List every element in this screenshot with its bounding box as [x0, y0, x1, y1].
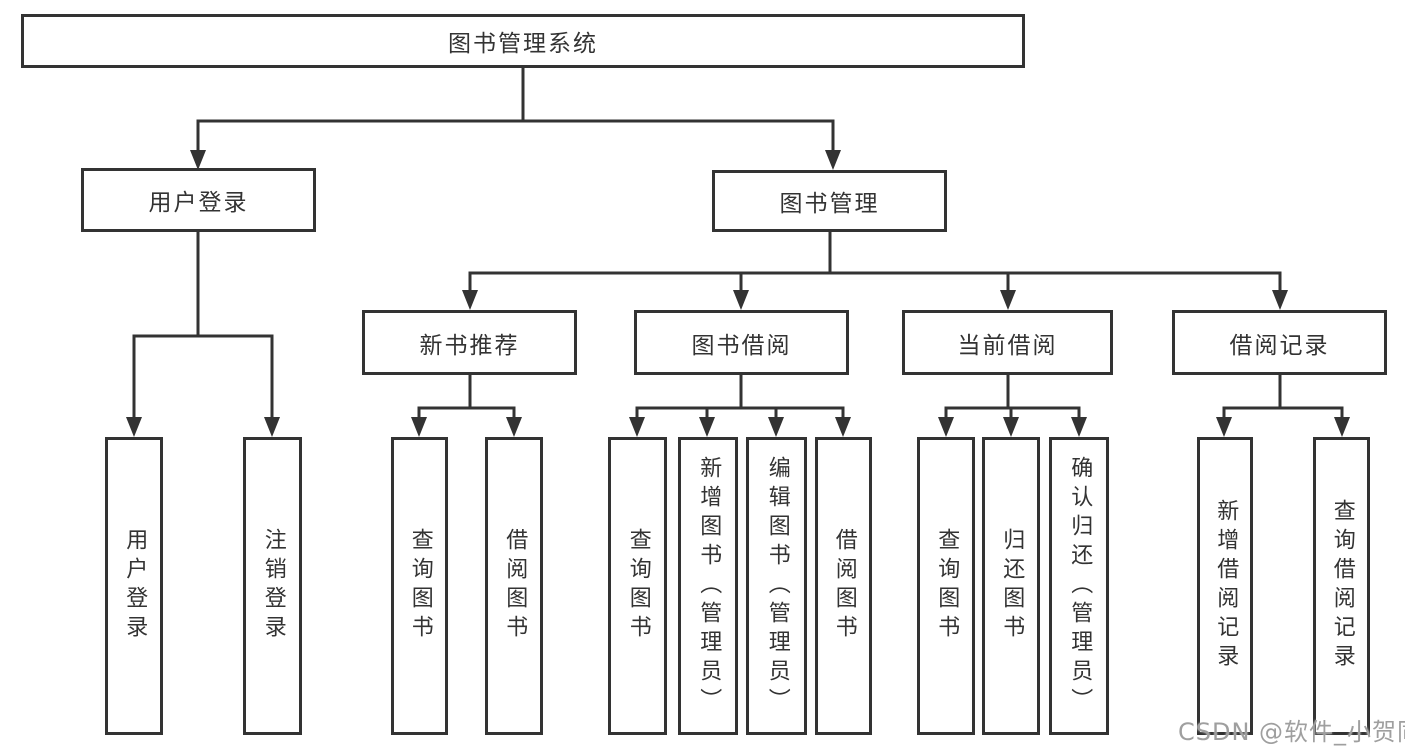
- node-library-management-system: 图书管理系统: [21, 14, 1025, 68]
- leaf-confirm-return-admin: 确认归还（管理员）: [1049, 437, 1109, 735]
- leaf-borrow-books-recommend: 借阅图书: [485, 437, 543, 735]
- leaf-query-books-recommend: 查询图书: [391, 437, 448, 735]
- csdn-watermark: CSDN @软件_小贺同学: [1178, 718, 1405, 746]
- leaf-label: 注销登录: [260, 528, 286, 644]
- leaf-label: 用户登录: [122, 528, 148, 644]
- node-label: 用户登录: [148, 190, 249, 216]
- leaf-edit-book-admin: 编辑图书（管理员）: [746, 437, 807, 735]
- leaf-label: 查询图书: [625, 528, 651, 644]
- leaf-label: 新增借阅记录: [1213, 499, 1239, 673]
- leaf-label: 查询借阅记录: [1329, 499, 1355, 673]
- node-label: 借阅记录: [1229, 332, 1330, 359]
- leaf-label: 借阅图书: [502, 528, 528, 644]
- node-book-management-module: 图书管理: [712, 170, 947, 232]
- node-label: 图书借阅: [691, 332, 792, 359]
- node-borrowing-records: 借阅记录: [1172, 310, 1387, 375]
- leaf-label: 查询图书: [407, 528, 433, 644]
- leaf-label: 新增图书（管理员）: [696, 455, 722, 717]
- leaf-return-book: 归还图书: [982, 437, 1040, 735]
- node-label: 新书推荐: [419, 332, 520, 359]
- node-user-login-module: 用户登录: [81, 168, 316, 232]
- node-label: 图书管理: [779, 191, 880, 217]
- leaf-label: 查询图书: [934, 528, 960, 644]
- node-label: 当前借阅: [957, 332, 1058, 359]
- leaf-label: 归还图书: [999, 528, 1025, 644]
- leaf-add-book-admin: 新增图书（管理员）: [678, 437, 738, 735]
- node-label: 图书管理系统: [448, 31, 598, 57]
- node-book-borrowing: 图书借阅: [634, 310, 849, 375]
- leaf-user-login: 用户登录: [105, 437, 163, 735]
- leaf-borrow-books-borrowing: 借阅图书: [815, 437, 872, 735]
- node-current-borrowing: 当前借阅: [902, 310, 1113, 375]
- leaf-add-borrow-record: 新增借阅记录: [1197, 437, 1253, 735]
- leaf-label: 编辑图书（管理员）: [764, 455, 790, 717]
- leaf-label: 借阅图书: [831, 528, 857, 644]
- leaf-logout: 注销登录: [243, 437, 302, 735]
- node-new-book-recommendation: 新书推荐: [362, 310, 577, 375]
- leaf-query-books-borrowing: 查询图书: [608, 437, 667, 735]
- leaf-label: 确认归还（管理员）: [1067, 455, 1093, 717]
- leaf-query-books-current: 查询图书: [917, 437, 975, 735]
- leaf-query-borrow-record: 查询借阅记录: [1313, 437, 1370, 735]
